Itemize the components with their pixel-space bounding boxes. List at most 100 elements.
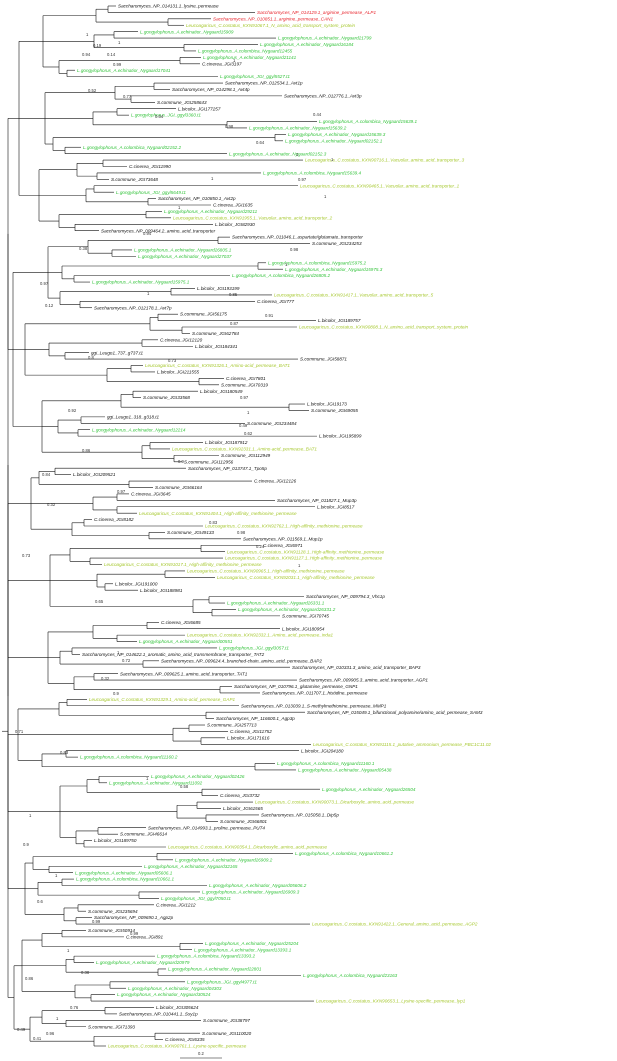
- leaf-label: L.gongylophorus_A.echinatior_Nygaard2633…: [238, 607, 336, 612]
- leaf-label: Leucoagaricus_C.costatus_KXN90716.1_Vacu…: [305, 158, 465, 163]
- leaf-label: L.gongylophorus_A.colombica_Nygaard26805…: [232, 273, 331, 278]
- leaf-label: L.bicolor_JGI211555: [157, 370, 199, 375]
- support-value: 0.73: [168, 358, 177, 363]
- leaf-label: L.gongylophorus_A.echinatior_Nygaard2114…: [203, 55, 297, 60]
- leaf-label: L.gongylophorus_JGI_ggyl3360.t1: [131, 113, 201, 118]
- leaf-label: L.bicolor_JGI189750: [94, 838, 137, 843]
- leaf-label: Saccharomyces_NP_010331.3_amino_acid_tra…: [292, 665, 421, 670]
- leaf-label: L.gongylophorus_A.echinatior_Nygaard2690…: [202, 890, 300, 895]
- leaf-label: Leucoagaricus_C.costatus_KXN92331.1_Amin…: [172, 447, 317, 452]
- leaf-label: Saccharomyces_NP_011046.1_aspartate/glut…: [232, 235, 363, 240]
- leaf-label: C.cinerea_JGI7801: [226, 376, 266, 381]
- leaf-label: L.gongylophorus_A.colombica_Nygaard11160…: [80, 755, 178, 760]
- support-value: 1: [178, 205, 181, 210]
- leaf-label: L.bicolor_JGI187912: [205, 440, 248, 445]
- leaf-label: Saccharomyces_NP_010851.1_arginine_perme…: [213, 16, 333, 21]
- support-value: 0.9: [23, 842, 29, 847]
- leaf-label: Leucoagaricus_C.costatus_KXN90354.1_Dica…: [168, 845, 328, 850]
- support-value: 0.83: [209, 520, 218, 525]
- leaf-label: C.cinerea_JGI11990: [129, 164, 171, 169]
- leaf-label: L.gongylophorus_A.echinatior_Nygaard2520…: [205, 941, 299, 946]
- leaf-label: Saccharomyces_NP_009464.2_amino_acid_tra…: [101, 228, 216, 233]
- leaf-label: Leucoagaricus_C.costatus_KXN91115.1_puta…: [313, 742, 491, 747]
- leaf-label: L.bicolor_JGI184341: [195, 344, 238, 349]
- leaf-label: L.gongylophorus_A.echinatior_Nygaard2633…: [227, 601, 325, 606]
- support-value: 1: [146, 776, 149, 781]
- support-value: 0.49: [17, 1027, 26, 1032]
- leaf-label: L.gongylophorus_A.colombica_Nygaard15975…: [268, 260, 367, 265]
- leaf-label: Saccharomyces_NP_015058.1_Dip5p: [261, 812, 339, 817]
- leaf-label: C.cinerea_JGI891: [126, 934, 163, 939]
- leaf-label: S.commune_JGI110020: [202, 1031, 252, 1036]
- leaf-label: L.bicolor_JGI180549: [200, 389, 243, 394]
- leaf-label: Leucoagaricus_C.costatus_KXN90653.1_Lysi…: [316, 999, 466, 1004]
- leaf-label: L.bicolor_JGI82930: [215, 222, 255, 227]
- leaf-label: L.gongylophorus_A.echinatior_Nygaard2280…: [168, 967, 262, 972]
- leaf-label: L.gongylophorus_A.echinatior_Nygaard2703…: [138, 254, 232, 259]
- support-value: 0.92: [68, 408, 77, 413]
- support-value: 0.77: [123, 94, 132, 99]
- support-value: 0.86: [25, 976, 34, 981]
- leaf-label: L.gongylophorus_A.colombica_Nygaard02152…: [83, 145, 182, 150]
- leaf-label: C.cinerea_JGI12126: [254, 479, 297, 484]
- support-value: 0.84: [42, 472, 51, 477]
- leaf-label: S.commune_JGI49133: [167, 530, 214, 535]
- leaf-label: S.commune_JGI58871: [300, 357, 347, 362]
- leaf-label: Saccharomyces_NP_014993.1_proline_permea…: [148, 825, 265, 830]
- leaf-label: L.bicolor_JGI177257: [178, 106, 221, 111]
- leaf-label: C.cinerea_JGI6971: [263, 543, 303, 548]
- leaf-label: L.gongylophorus_A.echinatior_Nygaard2680…: [134, 248, 232, 253]
- leaf-label: Saccharomyces_NP_009624.4_branched-chain…: [161, 658, 322, 663]
- leaf-label: Saccharomyces_NP_015049.1_bifunctional_p…: [307, 710, 483, 715]
- support-value: 0.64: [256, 140, 265, 145]
- support-value: 0.38: [79, 246, 88, 251]
- leaf-label: C.cinerea_JGI777: [257, 299, 294, 304]
- leaf-label: C.cinerea_JGI1212: [156, 902, 196, 907]
- leaf-label: Leucoagaricus_C.costatus_KXN92332.1_Amin…: [187, 633, 334, 638]
- leaf-label: Leucoagaricus_C.costatus_KXN91127.1_High…: [225, 556, 383, 561]
- leaf-label: S.commune_JGI46614: [120, 832, 167, 837]
- leaf-label: Saccharomyces_NP_116600.1_Agp3p: [216, 716, 295, 721]
- support-value: 1: [298, 563, 301, 568]
- leaf-label: S.commune_JGI73648: [111, 177, 158, 182]
- scale-bar-label: 0.2: [198, 1051, 204, 1056]
- leaf-label: Leucoagaricus_C.costatus_KXN92762.1_High…: [205, 524, 363, 529]
- leaf-label: L.bicolor_JGI180954: [282, 626, 325, 631]
- leaf-label: L.gongylophorus_A.colombica_Nygaard12455: [198, 49, 293, 54]
- leaf-label: S.commune_JGI69055: [311, 408, 358, 413]
- leaf-label: L.gongylophorus_A.echinatior_Nygaard1704…: [77, 68, 171, 73]
- support-value: 1: [247, 410, 250, 415]
- leaf-label: Saccharomyces_NP_014298.1_Avt4p: [172, 87, 250, 92]
- leaf-label: L.gongylophorus_A.echinatior_Nygaard1109…: [109, 780, 203, 785]
- support-value: 0.97: [298, 177, 307, 182]
- leaf-label: Saccharomyces_NP_013747.1_Tpo5p: [188, 466, 267, 471]
- leaf-label: L.gongylophorus_A.echinatior_Nygaard0215…: [229, 151, 327, 156]
- leaf-label: S.commune_JGI62784: [192, 331, 239, 336]
- leaf-label: S.commune_JGI50914: [88, 928, 135, 933]
- leaf-label: Saccharomyces_NP_010441.1_Ssy1p: [119, 1012, 198, 1017]
- leaf-label: Saccharomyces_NP_009690.1_Agp2p: [94, 915, 174, 920]
- leaf-label: L.gongylophorus_A.echinatior_Nygaard0430…: [128, 986, 222, 991]
- leaf-label: Leucoagaricus_C.costatus_KXN90808.1_N_am…: [299, 325, 468, 330]
- leaf-label: L.gongylophorus_JGI_ggyl7050.t1: [161, 896, 231, 901]
- leaf-label: Saccharomyces_NP_012178.1_Avt7p: [94, 305, 172, 310]
- leaf-label: Leucoagaricus_C.costatus_KXN91329.1_Amin…: [89, 697, 236, 702]
- support-value: 1: [324, 194, 327, 199]
- support-value: 0.73: [22, 553, 31, 558]
- support-value: 1: [331, 157, 334, 162]
- support-value: 1: [29, 813, 32, 818]
- leaf-label: Saccharomyces_NP_009905.3_amino_acid_tra…: [299, 678, 428, 683]
- leaf-label: S.commune_JGI235694: [88, 909, 138, 914]
- scale-bar: 0.2: [180, 1051, 222, 1059]
- leaf-label: L.gongylophorus_A.echinatior_Nygaard0560…: [75, 870, 173, 875]
- support-value: 0.94: [143, 231, 152, 236]
- leaf-label: Leucoagaricus_C.costatus_KXN91128.1_High…: [227, 549, 385, 554]
- leaf-label: ggi_Leugo1_318_g318.t1: [107, 414, 160, 419]
- leaf-label: C.cinerea_JGI1635: [213, 203, 253, 208]
- leaf-label: L.gongylophorus_A.echinatior_Nygaard0242…: [151, 774, 245, 779]
- leaf-label: Saccharomyces_NP_010796.1_glutamine_perm…: [234, 684, 358, 689]
- leaf-label: L.gongylophorus_A.colombica_Nygaard10661…: [295, 851, 394, 856]
- leaf-label: L.gongylophorus_A.colombica_Nygaard11160…: [277, 761, 375, 766]
- support-value: 0.52: [88, 88, 97, 93]
